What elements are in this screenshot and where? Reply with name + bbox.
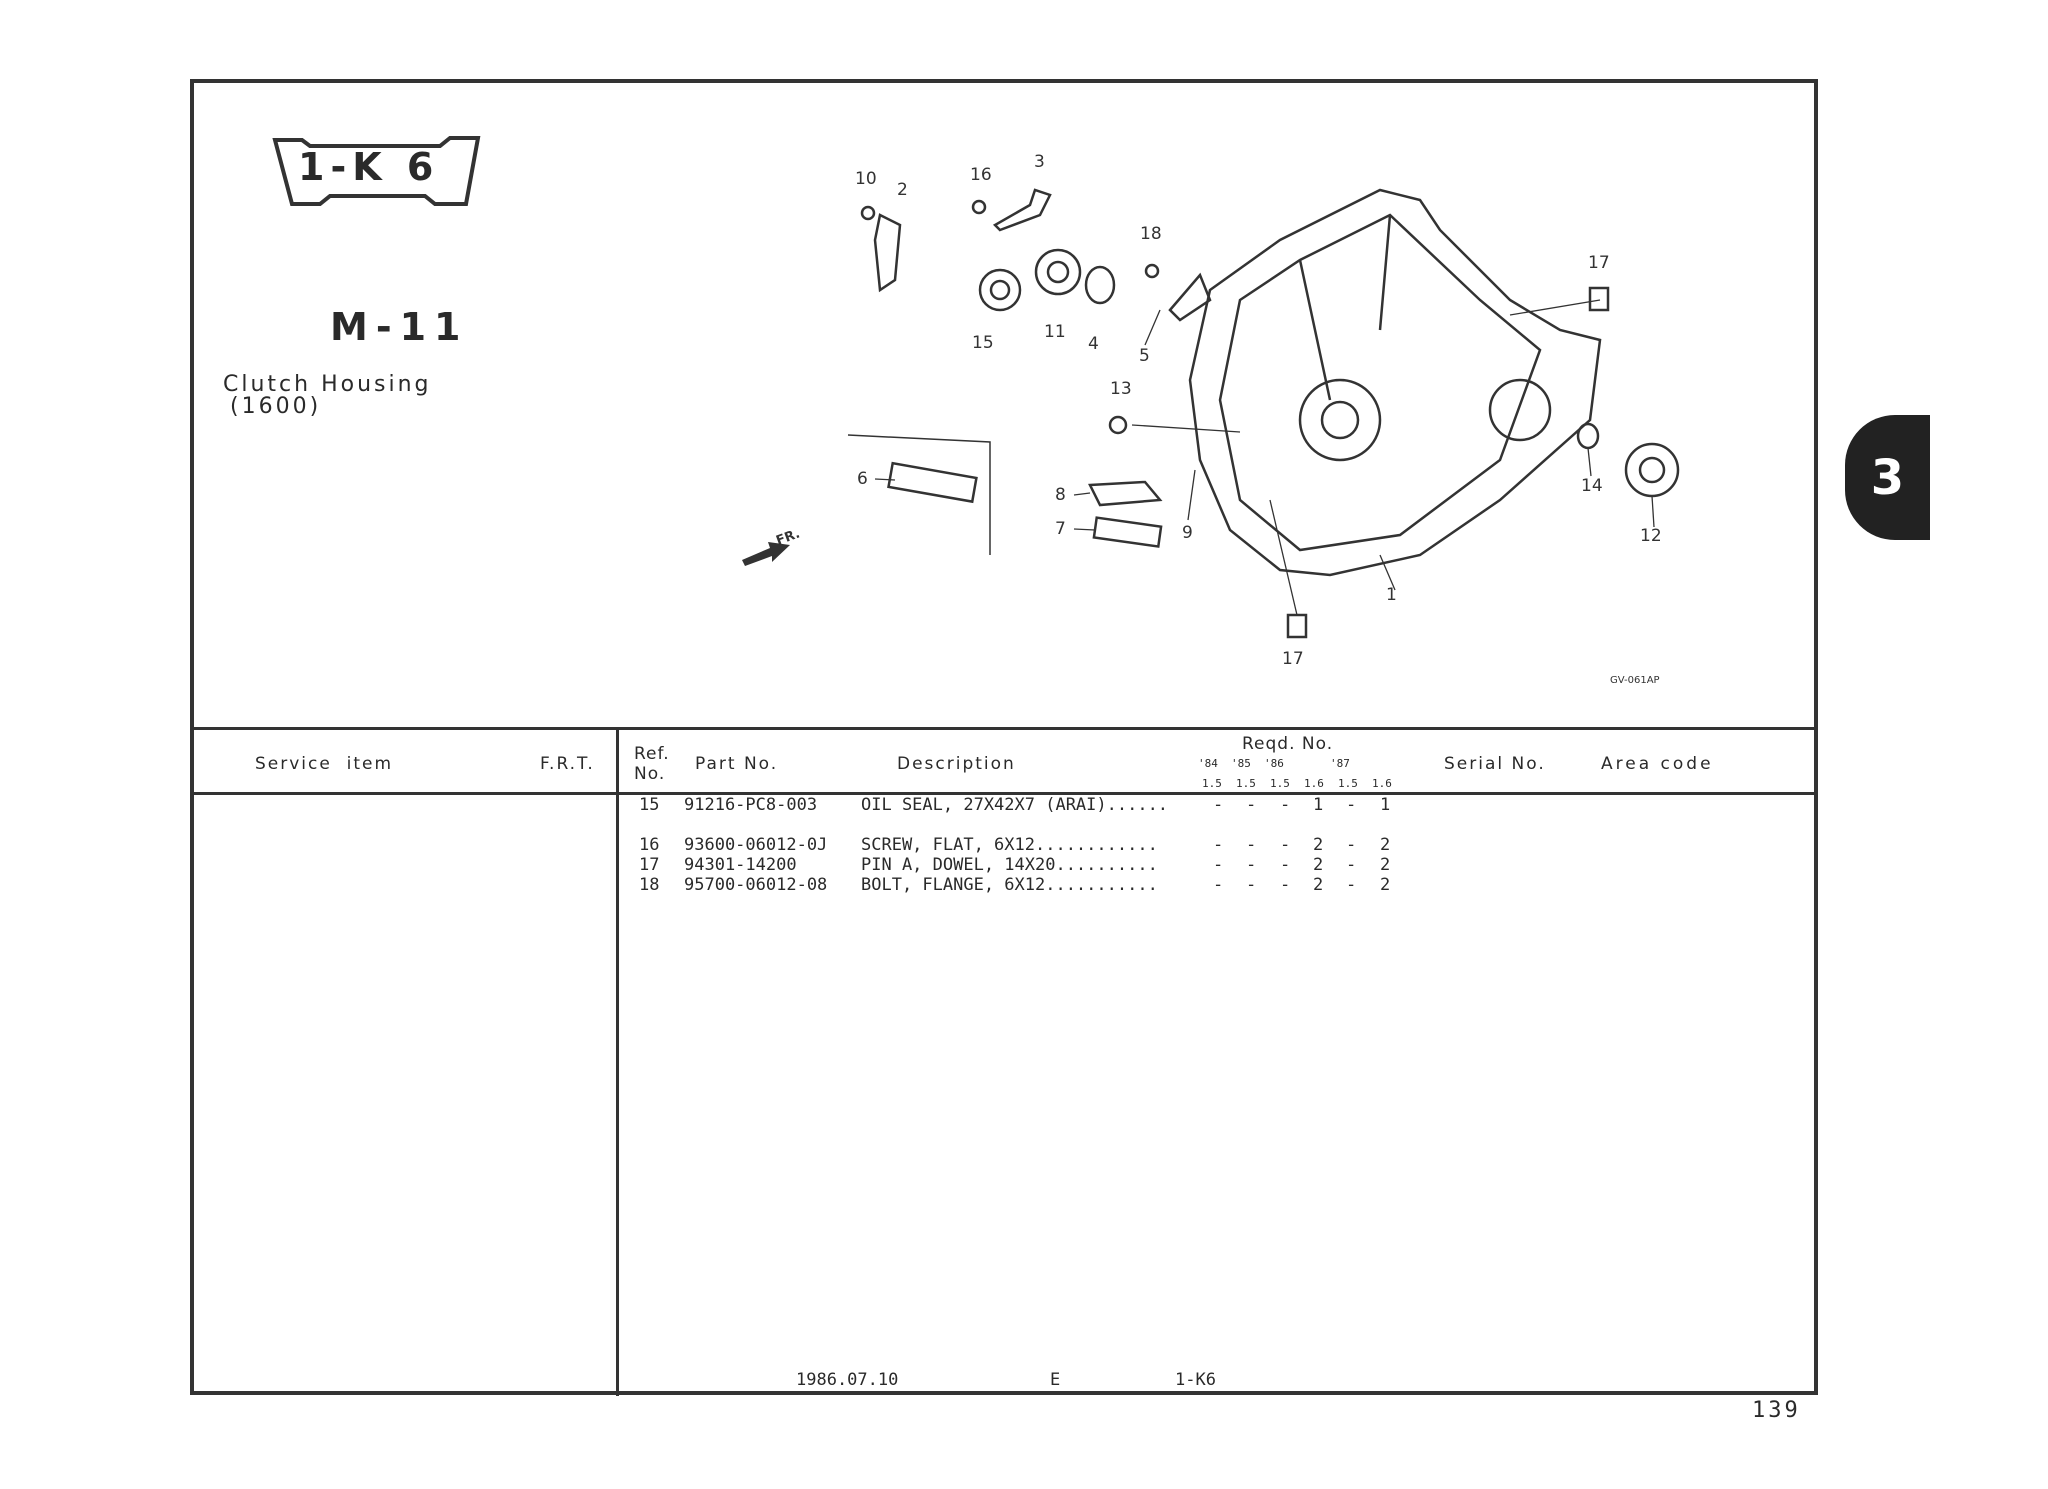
qty: 2 — [1313, 855, 1324, 875]
qty: - — [1213, 835, 1224, 855]
callout-17b: 17 — [1282, 649, 1304, 669]
year: '84 — [1198, 757, 1218, 770]
front-arrow-icon — [742, 542, 790, 566]
callouts: 10 2 16 3 18 17 15 11 4 5 13 6 8 7 9 14 … — [855, 152, 1662, 669]
part-no: 91216-PC8-003 — [684, 795, 818, 815]
callout-1: 1 — [1386, 585, 1397, 605]
qty: - — [1346, 855, 1357, 875]
callout-5: 5 — [1139, 346, 1150, 366]
section-title: Clutch Housing — [223, 372, 432, 397]
callout-2: 2 — [897, 180, 908, 200]
qty: - — [1280, 795, 1291, 815]
footer-code: 1-K6 — [1175, 1370, 1216, 1390]
callout-15: 15 — [972, 333, 994, 353]
size: 1.5 — [1236, 777, 1256, 790]
qty: - — [1246, 835, 1257, 855]
qty: 1 — [1380, 795, 1391, 815]
qty: 1 — [1313, 795, 1324, 815]
header-description: Description — [897, 754, 1016, 774]
callout-14: 14 — [1581, 476, 1603, 496]
callout-17: 17 — [1588, 253, 1610, 273]
year: '87 — [1330, 757, 1350, 770]
qty: - — [1346, 875, 1357, 895]
clutch-housing-drawing — [847, 188, 1680, 639]
qty: - — [1246, 875, 1257, 895]
part-no: 93600-06012-0J — [684, 835, 828, 855]
callout-8: 8 — [1055, 485, 1066, 505]
description: SCREW, FLAT, 6X12............ — [861, 835, 1158, 855]
qty: 2 — [1380, 875, 1391, 895]
size: 1.5 — [1270, 777, 1290, 790]
header-serial-no: Serial No. — [1444, 754, 1546, 774]
qty: 2 — [1380, 835, 1391, 855]
header-frt: F.R.T. — [540, 754, 595, 774]
page-number: 139 — [1752, 1398, 1801, 1423]
callout-12: 12 — [1640, 526, 1662, 546]
callout-11: 11 — [1044, 322, 1066, 342]
column-divider — [616, 729, 619, 1396]
qty: - — [1280, 875, 1291, 895]
ref-no: 15 — [639, 795, 660, 815]
description: OIL SEAL, 27X42X7 (ARAI)...... — [861, 795, 1169, 815]
callout-9: 9 — [1182, 523, 1193, 543]
diagram-divider — [192, 727, 1818, 730]
year: '85 — [1231, 757, 1251, 770]
year — [1363, 757, 1396, 770]
size: 1.6 — [1304, 777, 1324, 790]
page-frame — [190, 79, 1818, 1395]
year: '86 — [1264, 757, 1284, 770]
header-service-item: Service item — [255, 754, 394, 774]
page-badge: 1-K 6 — [298, 145, 440, 189]
leader-lines — [874, 299, 1655, 616]
header-part-no: Part No. — [695, 754, 779, 774]
callout-10: 10 — [855, 169, 877, 189]
footer-date: 1986.07.10 — [796, 1370, 899, 1390]
part-no: 95700-06012-08 — [684, 875, 828, 895]
year — [1297, 757, 1330, 770]
part-no: 94301-14200 — [684, 855, 797, 875]
qty: 2 — [1313, 835, 1324, 855]
header-sizes: 1.5 1.5 1.5 1.6 1.5 1.6 — [1202, 777, 1412, 790]
qty: - — [1346, 835, 1357, 855]
size: 1.5 — [1338, 777, 1358, 790]
callout-6: 6 — [857, 469, 868, 489]
table-header-divider — [192, 792, 1818, 795]
qty: 2 — [1313, 875, 1324, 895]
header-years: '84 '85 '86 '87 — [1198, 757, 1398, 770]
size: 1.6 — [1372, 777, 1392, 790]
qty: - — [1213, 875, 1224, 895]
callout-16: 16 — [970, 165, 992, 185]
header-no: No. — [634, 764, 666, 784]
callout-4: 4 — [1088, 334, 1099, 354]
qty: 2 — [1380, 855, 1391, 875]
ref-no: 16 — [639, 835, 660, 855]
footer-edition: E — [1050, 1370, 1061, 1390]
qty: - — [1280, 855, 1291, 875]
section-tab[interactable]: 3 — [1845, 415, 1930, 540]
ref-no: 17 — [639, 855, 660, 875]
size: 1.5 — [1202, 777, 1222, 790]
qty: - — [1246, 855, 1257, 875]
ref-no: 18 — [639, 875, 660, 895]
description: BOLT, FLANGE, 6X12........... — [861, 875, 1158, 895]
description: PIN A, DOWEL, 14X20.......... — [861, 855, 1158, 875]
header-ref: Ref. — [634, 744, 670, 764]
model-code: M-11 — [330, 305, 469, 349]
qty: - — [1246, 795, 1257, 815]
header-reqd-no: Reqd. No. — [1242, 734, 1334, 754]
section-tab-label: 3 — [1870, 449, 1905, 506]
section-subtitle: (1600) — [230, 394, 322, 419]
header-area-code: Area code — [1601, 754, 1714, 774]
callout-13: 13 — [1110, 379, 1132, 399]
callout-7: 7 — [1055, 519, 1066, 539]
front-label: FR. — [774, 526, 802, 548]
qty: - — [1346, 795, 1357, 815]
qty: - — [1280, 835, 1291, 855]
badge-frame — [272, 136, 481, 206]
qty: - — [1213, 855, 1224, 875]
diagram-code: GV-061AP — [1610, 675, 1660, 686]
callout-3: 3 — [1034, 152, 1045, 172]
qty: - — [1213, 795, 1224, 815]
callout-18: 18 — [1140, 224, 1162, 244]
